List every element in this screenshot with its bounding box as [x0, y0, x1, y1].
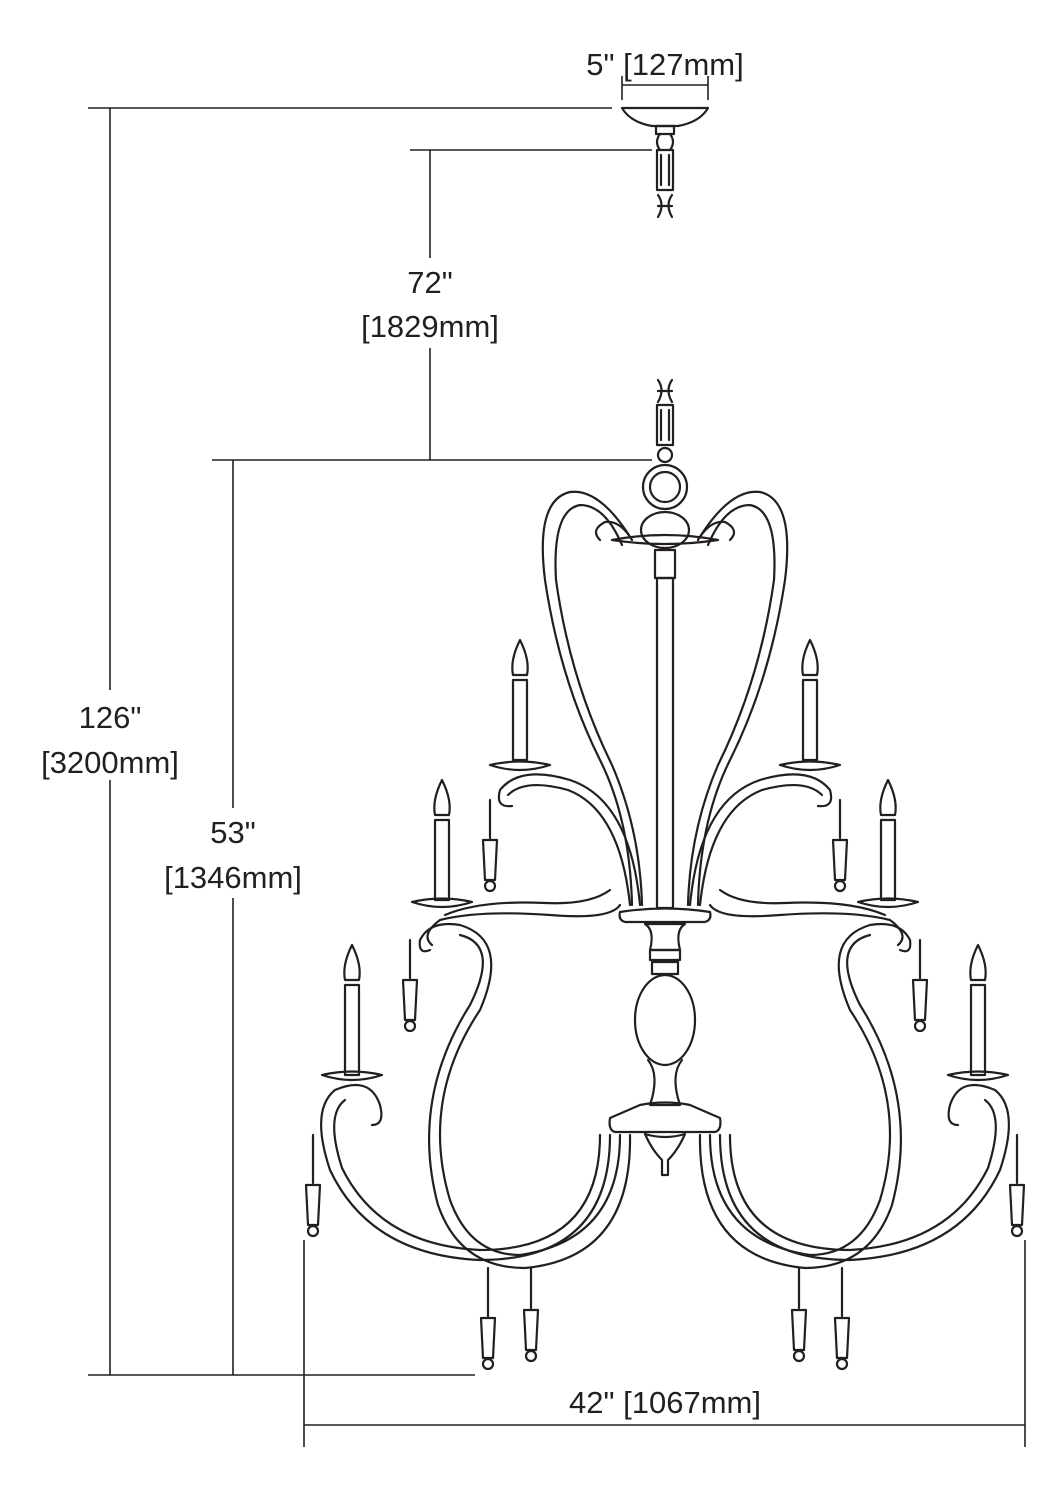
overall-height-dimension: 126" [3200mm]: [41, 107, 612, 1376]
crystal-pendant: [522, 1266, 540, 1363]
canopy: [620, 106, 710, 219]
fixture-width-label: 42" [1067mm]: [569, 1385, 761, 1420]
overall-height-in-label: 126": [79, 700, 142, 735]
crystal-pendant: [479, 1266, 497, 1371]
center-column: [608, 510, 722, 1177]
left-arms: [304, 490, 644, 1371]
candle: [488, 638, 552, 772]
fixture-height-in-label: 53": [210, 815, 256, 850]
candle: [320, 943, 384, 1082]
canopy-width-dimension: 5" [127mm]: [586, 47, 744, 100]
fixture-height-dimension: 53" [1346mm]: [150, 459, 652, 1375]
fixture-chain: [641, 378, 689, 511]
crystal-pendant: [481, 798, 499, 893]
crystal-pendant: [401, 938, 419, 1033]
overall-height-mm-label: [3200mm]: [41, 745, 179, 780]
chain-length-in-label: 72": [407, 265, 453, 300]
fixture-width-dimension: 42" [1067mm]: [303, 1240, 1026, 1447]
canopy-width-label: 5" [127mm]: [586, 47, 743, 82]
chain-length-mm-label: [1829mm]: [361, 309, 499, 344]
fixture-height-mm-label: [1346mm]: [164, 860, 302, 895]
candle: [410, 778, 474, 909]
chain-length-dimension: 72" [1829mm]: [345, 149, 652, 460]
crystal-pendant: [304, 1133, 322, 1238]
right-arms: [686, 490, 1026, 1371]
